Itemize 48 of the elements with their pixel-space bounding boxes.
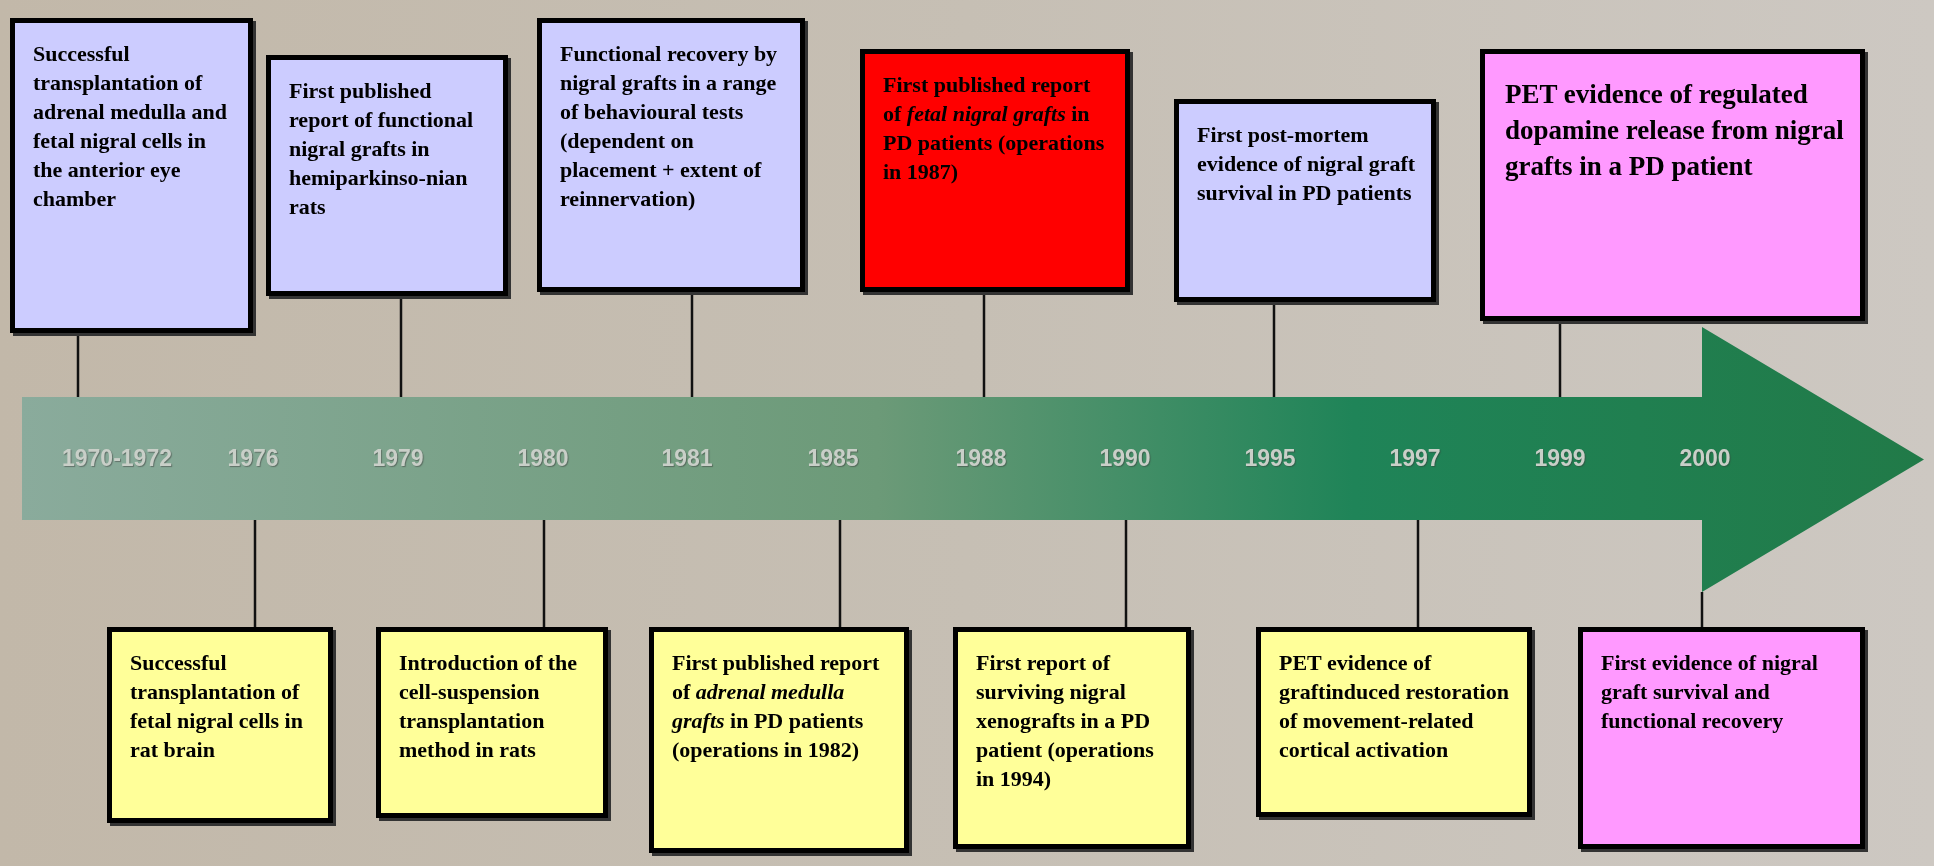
year-label: 1981 (661, 444, 713, 472)
event-text: First post-mortem evidence of nigral graft survival in PD patients (1197, 121, 1417, 207)
leader-line (399, 296, 403, 397)
year-label: 1985 (807, 444, 859, 472)
event-text: First published report of adrenal medulla grafts in PD patients (operations in 1982) (672, 649, 881, 764)
year-label: 2000 (1679, 444, 1731, 472)
leader-line (1124, 520, 1128, 627)
leader-line (253, 520, 257, 627)
year-label: 1976 (227, 444, 279, 472)
event-text: Introduction of the cell-suspension transplantation method in rats (399, 649, 579, 764)
leader-line (542, 520, 546, 627)
event-box (953, 627, 1191, 849)
event-box (1578, 627, 1865, 849)
event-box (376, 627, 608, 818)
event-box (1256, 627, 1532, 817)
leader-line (76, 333, 80, 397)
event-text: Functional recovery by nigral grafts in a range of behavioural tests (dependent on placement + extent of reinnervation) (560, 40, 779, 213)
event-box (10, 18, 253, 333)
event-text: PET evidence of graftinduced restoration of movement-related cortical activation (1279, 649, 1510, 764)
event-text: Successful transplantation of fetal nigral cells in rat brain (130, 649, 304, 764)
event-box (107, 627, 333, 823)
event-box (537, 18, 805, 292)
year-label: 1988 (955, 444, 1007, 472)
event-box (1480, 49, 1865, 321)
event-text: PET evidence of regulated dopamine release from nigral grafts in a PD patient (1505, 78, 1844, 183)
leader-line (1416, 520, 1420, 627)
year-label: 1995 (1244, 444, 1296, 472)
event-box (649, 627, 909, 853)
event-text: Successful transplantation of adrenal medulla and fetal nigral cells in the anterior eye chamber (33, 40, 228, 213)
leader-line (690, 292, 694, 397)
event-box (1174, 99, 1436, 302)
event-text: First published report of functional nigral grafts in hemiparkinso-nian rats (289, 77, 475, 221)
leader-line (838, 520, 842, 627)
event-text: First published report of fetal nigral grafts in PD patients (operations in 1987) (883, 71, 1106, 186)
leader-line (1558, 321, 1562, 397)
leader-line (1700, 592, 1704, 627)
leader-line (982, 292, 986, 397)
year-label: 1979 (372, 444, 424, 472)
event-box (266, 55, 508, 296)
event-text: First report of surviving nigral xenografts in a PD patient (operations in 1994) (976, 649, 1155, 793)
event-box (860, 49, 1130, 292)
year-label: 1980 (517, 444, 569, 472)
year-label: 1970-1972 (62, 444, 172, 472)
leader-line (1272, 302, 1276, 397)
year-label: 1990 (1099, 444, 1151, 472)
event-text: First evidence of nigral graft survival and functional recovery (1601, 649, 1819, 735)
year-label: 1997 (1389, 444, 1441, 472)
year-label: 1999 (1534, 444, 1586, 472)
